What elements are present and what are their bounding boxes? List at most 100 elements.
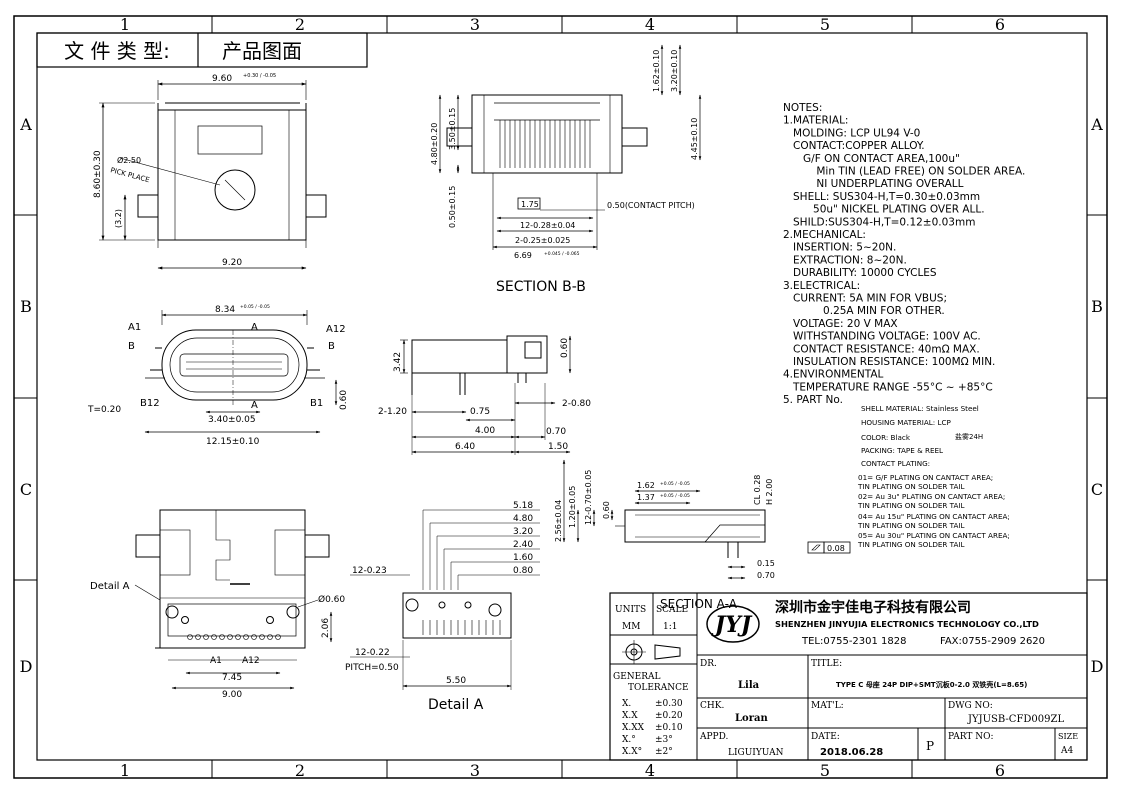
zone-row-b: B — [20, 297, 32, 316]
doc-type-value: 产品图面 — [222, 39, 302, 63]
aa-dim-137: 1.37 — [637, 493, 655, 502]
part-note-line: TIN PLATING ON SOLDER TAIL — [857, 482, 965, 491]
zone-col-2: 2 — [295, 761, 305, 780]
bb-dim-445: 4.45±0.10 — [690, 118, 699, 160]
fv-width-834-tol: +0.05 / -0.05 — [240, 304, 270, 310]
bb-dim-669: 6.69 — [514, 251, 532, 260]
note-line: 5. PART No. — [783, 394, 843, 406]
top-view-labels: 9.60 +0.30 / -0.05 8.60±0.30 Ø2.50 PICK … — [93, 73, 276, 268]
tol-row-1-value: ±0.30 — [655, 699, 683, 709]
note-line: TEMPERATURE RANGE -55°C ~ +85°C — [783, 381, 993, 393]
da-pitch: PITCH=0.50 — [345, 663, 399, 673]
dim-side: (3.2) — [114, 209, 123, 228]
zone-row-d: D — [20, 657, 33, 676]
tol-row-2-key: X.X — [622, 711, 638, 721]
bb-dim-175: 1.75 — [521, 200, 539, 209]
zone-row-c-right: C — [1091, 480, 1103, 499]
da-dim-240: 2.40 — [513, 540, 533, 550]
bottom-view — [134, 509, 333, 690]
detail-a — [350, 509, 540, 690]
part-note-line: TIN PLATING ON SOLDER TAIL — [857, 540, 965, 549]
aa-cl: CL 0.28 — [753, 475, 762, 505]
note-line: INSERTION: 5~20N. — [783, 242, 896, 254]
bb-contact-pitch: 0.50(CONTACT PITCH) — [607, 201, 695, 210]
fv-a12: A12 — [326, 324, 346, 335]
note-line: G/F ON CONTACT AREA,100u" — [783, 153, 960, 165]
fv-b1: B1 — [310, 398, 323, 409]
section-aa-labels: 2.56±0.04 1.20±0.05 12-0.70±0.05 0.60 1.… — [554, 470, 845, 611]
notes: NOTES:1.MATERIAL: MOLDING: LCP UL94 V-0 … — [783, 102, 1025, 406]
part-no-label: PART NO: — [948, 732, 994, 742]
da-dim-080: 0.80 — [513, 566, 533, 576]
size-value: A4 — [1060, 746, 1073, 756]
part-note-line: 05= Au 30u" PLATING ON CANTACT AREA; — [858, 531, 1010, 540]
fv-thickness: T=0.20 — [87, 405, 121, 415]
zone-ticks — [14, 16, 1107, 778]
da-dim-320: 3.20 — [513, 527, 533, 537]
bv-dim-206: 2.06 — [321, 618, 331, 638]
revision-value: P — [926, 739, 934, 753]
part-note-line: 04= Au 15u" PLATING ON CANTACT AREA; — [858, 512, 1010, 521]
note-line: 1.MATERIAL: — [783, 115, 848, 127]
color-note: 盐雾24H — [955, 432, 983, 441]
sv-dim-2-120: 2-1.20 — [378, 407, 407, 417]
part-note-line: SHELL MATERIAL: Stainless Steel — [861, 404, 979, 413]
title-value: TYPE C 母座 24P DIP+SMT沉板0-2.0 双铁壳(L=8.65) — [836, 680, 1027, 689]
tol-row-5-key: X.X° — [622, 747, 642, 757]
fv-b-right: B — [328, 341, 335, 352]
side-view — [400, 335, 572, 455]
zone-col-6: 6 — [995, 761, 1005, 780]
fv-b-left: B — [128, 341, 135, 352]
dim-bottom-width: 9.20 — [222, 258, 242, 268]
section-bb-labels: 4.80±0.20 3.50±0.15 0.50±0.15 1.62±0.10 … — [430, 50, 699, 295]
sv-dim-2-080: 2-0.80 — [562, 399, 591, 409]
aa-dim-060: 0.60 — [602, 501, 611, 519]
title-block — [609, 592, 1088, 761]
note-line: WITHSTANDING VOLTAGE: 100V AC. — [783, 331, 981, 343]
zone-col-4: 4 — [645, 761, 655, 780]
company-logo: JYJ — [711, 612, 753, 638]
bv-a12: A12 — [242, 656, 260, 666]
dwg-label: DWG NO: — [948, 701, 993, 711]
section-bb — [438, 44, 702, 250]
zone-col-1-top: 1 — [120, 15, 130, 34]
note-line: 4.ENVIRONMENTAL — [783, 369, 884, 381]
fv-a-bottom: A — [251, 400, 258, 411]
note-line: 2.MECHANICAL: — [783, 229, 866, 241]
zone-row-d-right: D — [1091, 657, 1104, 676]
zone-row-b-right: B — [1091, 297, 1103, 316]
chk-value: Loran — [735, 713, 768, 724]
units-value: MM — [622, 622, 640, 632]
aa-dim-070: 0.70 — [757, 571, 775, 580]
front-view — [144, 310, 338, 434]
fv-b12: B12 — [140, 398, 160, 409]
note-line: CONTACT RESISTANCE: 40mΩ MAX. — [783, 343, 980, 355]
bb-dim-480: 4.80±0.20 — [430, 123, 439, 165]
sv-dim-070: 0.70 — [546, 427, 566, 437]
fv-dim-060: 0.60 — [339, 390, 349, 410]
note-line: 50u" NICKEL PLATING OVER ALL. — [783, 204, 985, 216]
zone-col-4-top: 4 — [645, 15, 655, 34]
aa-dim-120: 1.20±0.05 — [568, 486, 577, 528]
zone-col-1: 1 — [120, 761, 130, 780]
tolerance-label: TOLERANCE — [628, 683, 689, 693]
units-label: UNITS — [615, 605, 646, 615]
sv-dim-640: 6.40 — [455, 442, 475, 452]
da-dim-550: 5.50 — [446, 676, 466, 686]
da-dim-12-023: 12-0.23 — [352, 566, 387, 576]
sv-dim-400: 4.00 — [475, 426, 495, 436]
da-dim-12-022: 12-0.22 — [355, 648, 390, 658]
dim-height-left: 8.60±0.30 — [93, 150, 103, 198]
bb-dim-050: 0.50±0.15 — [448, 186, 457, 228]
company-name-en: SHENZHEN JINYUJIA ELECTRONICS TECHNOLOGY… — [775, 619, 1039, 629]
fv-width-834: 8.34 — [215, 305, 235, 315]
title-block-text: UNITS MM SCALE 1:1 深圳市金宇佳电子科技有限公司 SHENZH… — [613, 599, 1078, 758]
appd-value: LIGUIYUAN — [728, 748, 784, 758]
bb-dim-12: 12-0.28±0.04 — [520, 221, 575, 230]
tol-row-4-key: X.° — [622, 735, 636, 745]
zone-col-6-top: 6 — [995, 15, 1005, 34]
aa-dim-015: 0.15 — [757, 559, 775, 568]
company-fax: FAX:0755-2909 2620 — [940, 636, 1045, 647]
note-line: MOLDING: LCP UL94 V-0 — [783, 127, 920, 139]
